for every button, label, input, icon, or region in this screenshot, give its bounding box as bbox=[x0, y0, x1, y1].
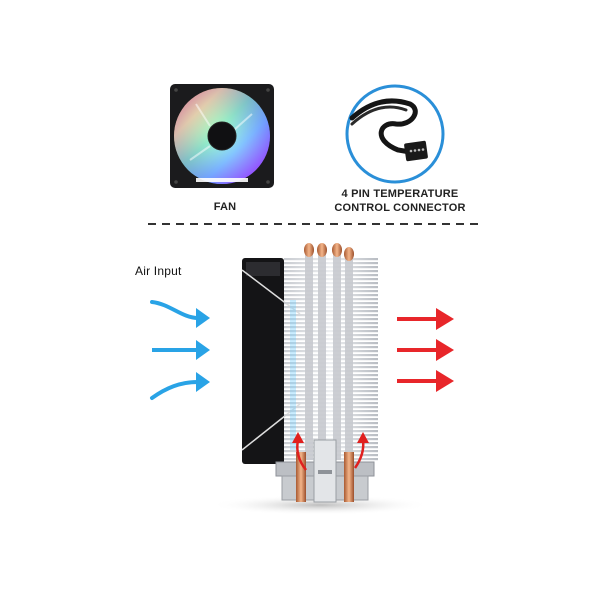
fin bbox=[284, 386, 378, 389]
connector-label-line2: CONTROL CONNECTOR bbox=[334, 202, 466, 214]
heatpipe-cap bbox=[304, 243, 314, 257]
fin bbox=[284, 394, 378, 397]
fin bbox=[284, 322, 378, 325]
output-arrow-bottom bbox=[397, 370, 454, 392]
heatpipe bbox=[333, 246, 341, 460]
heat-rise-arrows bbox=[292, 432, 369, 471]
input-arrow-top bbox=[150, 300, 210, 328]
input-arrow-middle bbox=[152, 340, 210, 360]
fin bbox=[284, 418, 378, 421]
fin bbox=[284, 414, 378, 417]
fin bbox=[284, 398, 378, 401]
fin bbox=[284, 354, 378, 357]
fan-label: FAN bbox=[213, 201, 237, 213]
cooler-fan-side bbox=[241, 258, 301, 464]
fin bbox=[284, 314, 378, 317]
output-arrow-top bbox=[397, 308, 454, 330]
fin bbox=[284, 294, 378, 297]
fin bbox=[284, 318, 378, 321]
fin bbox=[284, 326, 378, 329]
fin bbox=[284, 438, 378, 441]
fin bbox=[284, 366, 378, 369]
cable-connector-icon bbox=[345, 84, 445, 184]
fin bbox=[284, 298, 378, 301]
fin bbox=[284, 270, 378, 273]
fin bbox=[284, 310, 378, 313]
heatpipe bbox=[305, 246, 313, 460]
fin bbox=[284, 430, 378, 433]
fin bbox=[284, 426, 378, 429]
fin bbox=[284, 302, 378, 305]
fin bbox=[284, 362, 378, 365]
heatpipes bbox=[304, 243, 354, 464]
fin bbox=[284, 338, 378, 341]
fin bbox=[284, 258, 378, 261]
heatpipe-cap bbox=[344, 247, 354, 261]
fin bbox=[284, 350, 378, 353]
fin bbox=[284, 390, 378, 393]
connector-label: 4 PIN TEMPERATURE CONTROL CONNECTOR bbox=[322, 187, 478, 215]
fin bbox=[284, 286, 378, 289]
fin bbox=[284, 374, 378, 377]
heatpipe bbox=[318, 246, 326, 460]
fin bbox=[284, 262, 378, 265]
fin bbox=[284, 266, 378, 269]
input-arrow-bottom bbox=[150, 372, 210, 400]
heatsink-fins bbox=[284, 258, 378, 461]
heatpipe-cap bbox=[317, 243, 327, 257]
fin bbox=[284, 406, 378, 409]
fin bbox=[284, 382, 378, 385]
fin bbox=[284, 402, 378, 405]
rgb-glow bbox=[290, 300, 296, 450]
rgb-fan-icon bbox=[170, 84, 274, 188]
fin bbox=[284, 330, 378, 333]
fin bbox=[284, 342, 378, 345]
fin bbox=[284, 306, 378, 309]
fin bbox=[284, 422, 378, 425]
fin bbox=[284, 290, 378, 293]
fin bbox=[284, 358, 378, 361]
fin bbox=[284, 346, 378, 349]
heatpipe bbox=[345, 250, 353, 464]
cooler-base bbox=[275, 439, 375, 503]
air-input-label: Air Input bbox=[135, 264, 182, 278]
connector-label-line1: 4 PIN TEMPERATURE bbox=[341, 188, 459, 200]
air-input-arrows bbox=[150, 300, 210, 400]
fin bbox=[284, 278, 378, 281]
heatpipe-cap bbox=[332, 243, 342, 257]
fin bbox=[284, 370, 378, 373]
air-output-arrows bbox=[397, 308, 454, 392]
fin bbox=[284, 274, 378, 277]
fin bbox=[284, 334, 378, 337]
output-arrow-middle bbox=[397, 339, 454, 361]
fin bbox=[284, 410, 378, 413]
fin bbox=[284, 378, 378, 381]
fin bbox=[284, 434, 378, 437]
fin bbox=[284, 282, 378, 285]
